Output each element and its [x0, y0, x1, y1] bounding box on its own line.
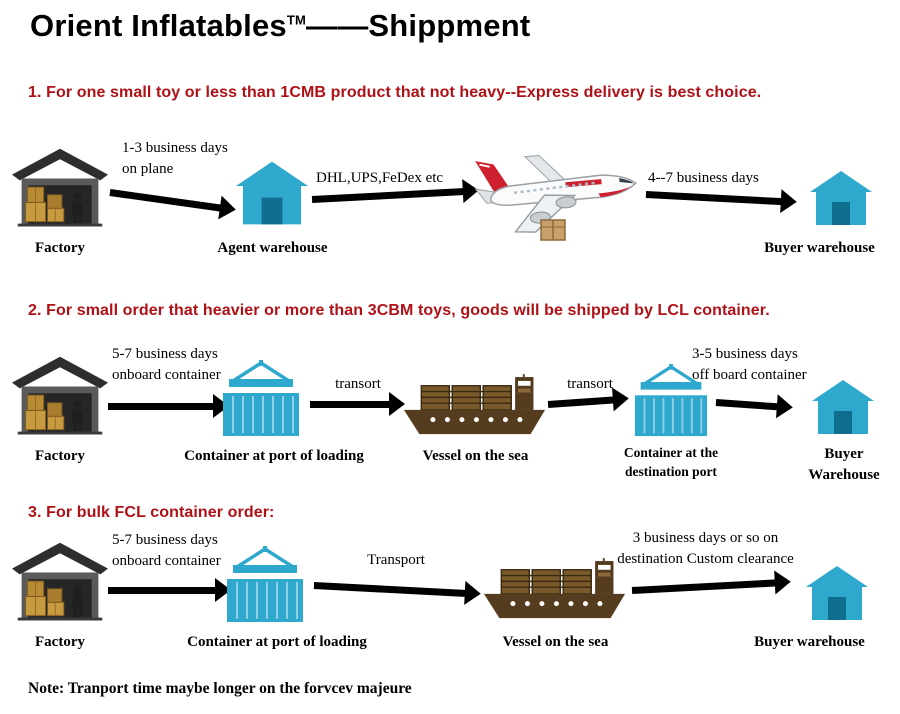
section1-heading: 1. For one small toy or less than 1CMB p…	[28, 84, 762, 101]
agent-warehouse-label: Agent warehouse	[217, 240, 328, 256]
arrow-head	[218, 195, 238, 222]
parcel-box-icon	[540, 219, 566, 241]
buyer-warehouse-label: Buyer Warehouse	[808, 446, 880, 483]
brand-name: Orient Inflatables	[30, 8, 287, 43]
transport-label: transort	[567, 376, 613, 392]
arrow-shaft	[311, 187, 465, 203]
trademark-symbol: TM	[286, 12, 306, 28]
factory-label: Factory	[35, 240, 85, 256]
container-loading-label: Container at port of loading	[184, 448, 364, 464]
page-title: Orient InflatablesTM——Shippment	[30, 8, 530, 44]
container-destination-label: Container at the destination port	[623, 445, 719, 479]
arrow-right-icon	[109, 188, 238, 222]
factory-icon	[12, 540, 108, 628]
transport-label: Transport	[367, 552, 425, 568]
buyer-warehouse-label: Buyer warehouse	[754, 634, 865, 650]
transit-time-label: 4--7 business days	[648, 170, 759, 186]
arrow-head	[780, 189, 798, 214]
couriers-label: DHL,UPS,FeDex etc	[316, 170, 444, 186]
buyer-warehouse-label: Buyer warehouse	[764, 240, 875, 256]
arrow-head	[464, 580, 482, 606]
transit-time-label: 5-7 business days onboard container	[112, 532, 221, 569]
factory-label: Factory	[35, 448, 85, 464]
arrow-shaft	[108, 586, 217, 594]
arrow-shaft	[310, 400, 391, 408]
arrow-shaft	[631, 578, 777, 594]
container-crane-icon	[216, 360, 306, 438]
factory-icon	[12, 354, 108, 442]
arrow-right-icon	[311, 178, 480, 204]
arrow-shaft	[547, 395, 616, 408]
arrow-shaft	[715, 398, 780, 410]
buyer-warehouse-house-icon	[810, 170, 872, 226]
transit-time-label: 1-3 business days on plane	[122, 140, 228, 177]
transit-time-label: 5-7 business days onboard container	[112, 346, 221, 383]
container-crane-icon	[628, 364, 714, 438]
offboard-time-label: 3-5 business days off board container	[692, 346, 807, 383]
container-crane-icon	[220, 546, 310, 624]
vessel-label: Vessel on the sea	[422, 448, 529, 464]
arrow-head	[774, 569, 792, 595]
arrow-shaft	[645, 190, 783, 205]
section2-heading: 2. For small order that heavier or more …	[28, 302, 770, 319]
arrow-right-icon	[645, 189, 798, 214]
buyer-warehouse-house-icon	[806, 566, 868, 620]
container-loading-label: Container at port of loading	[187, 634, 367, 650]
arrow-shaft	[108, 402, 215, 410]
arrow-right-icon	[631, 569, 792, 595]
arrow-head	[776, 394, 794, 420]
footer-note: Note: Tranport time maybe longer on the …	[28, 680, 412, 697]
section3-heading: 3. For bulk FCL container order:	[28, 504, 275, 521]
transport-label: transort	[335, 376, 381, 392]
factory-icon	[12, 146, 108, 234]
arrow-shaft	[313, 581, 467, 597]
buyer-warehouse-house-icon	[812, 380, 874, 434]
agent-warehouse-house-icon	[236, 160, 308, 226]
arrow-right-icon	[715, 394, 794, 420]
arrow-right-icon	[547, 386, 630, 412]
factory-label: Factory	[35, 634, 85, 650]
arrow-right-icon	[313, 580, 482, 606]
title-suffix: ——Shippment	[306, 8, 531, 43]
arrow-head	[389, 392, 405, 416]
customs-clearance-label: 3 business days or so on destination Cus…	[617, 530, 794, 567]
arrow-shaft	[109, 188, 223, 212]
vessel-label: Vessel on the sea	[502, 634, 609, 650]
cargo-ship-icon	[402, 374, 547, 442]
